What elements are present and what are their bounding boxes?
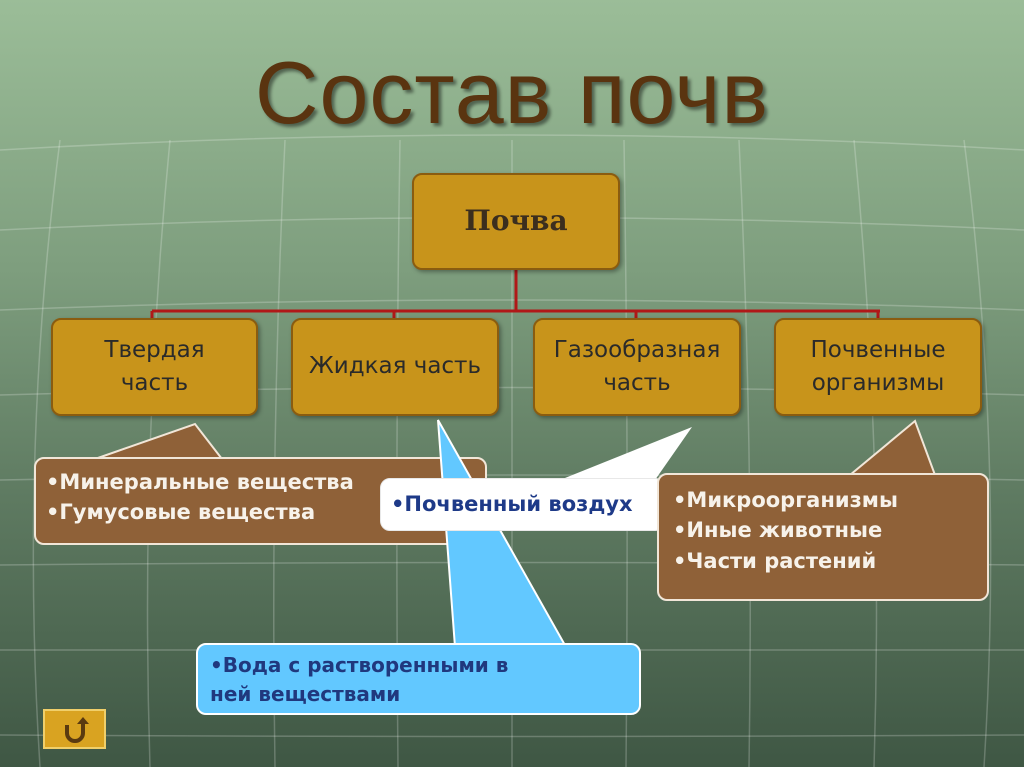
page-title: Состав почв (254, 43, 770, 142)
callout-pointer-gas (560, 427, 692, 480)
back-button[interactable] (43, 709, 106, 749)
root-box-soil: Почва (412, 173, 620, 270)
category-box-label: Твердая (104, 336, 205, 363)
root-box-label: Почва (464, 204, 568, 238)
list-item: •Иные животные (673, 518, 883, 543)
category-box-organisms: Почвенные организмы (774, 318, 982, 416)
callout-pointer-organisms (847, 419, 937, 476)
list-item: •Микроорганизмы (673, 488, 898, 512)
list-item: •Почвенный воздух (391, 492, 633, 516)
category-box-label: Почвенные (810, 336, 946, 363)
category-box-label: часть (120, 370, 189, 396)
list-item: •Части растений (673, 548, 877, 573)
list-item: ней веществами (210, 682, 401, 706)
callout-liquid: •Вода с растворенными в ней веществами (196, 643, 641, 715)
category-box-label: часть (603, 370, 671, 396)
callout-gas: •Почвенный воздух (380, 478, 665, 531)
category-box-label: Газообразная (553, 336, 721, 363)
category-box-gas: Газообразная часть (533, 318, 741, 416)
u-turn-back-icon (64, 717, 89, 743)
list-item: •Минеральные вещества (46, 470, 354, 494)
category-box-label: Жидкая часть (308, 353, 482, 380)
list-item: •Гумусовые вещества (46, 500, 316, 525)
callout-organisms: •Микроорганизмы •Иные животные •Части ра… (657, 473, 989, 601)
list-item: •Вода с растворенными в (210, 653, 509, 677)
category-box-liquid: Жидкая часть (291, 318, 499, 416)
category-box-solid: Твердая часть (51, 318, 258, 416)
category-box-label: организмы (811, 370, 945, 396)
